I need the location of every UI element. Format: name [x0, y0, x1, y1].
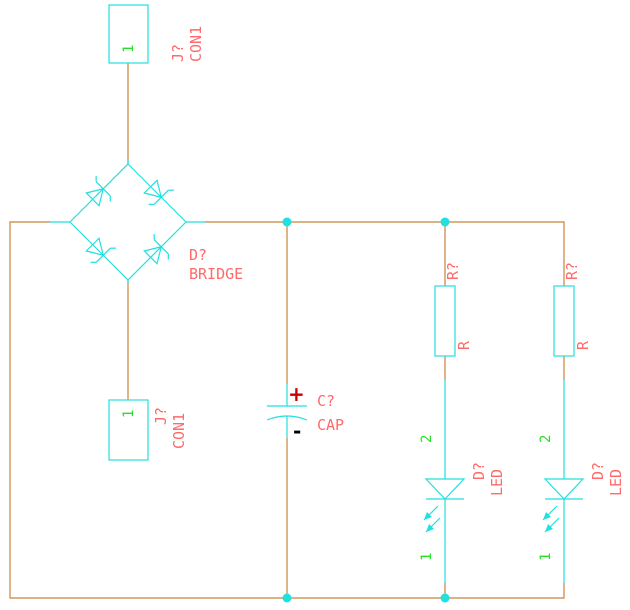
resistor-ref-label: R?	[563, 262, 581, 280]
led-value-label: LED	[607, 469, 625, 496]
junctions	[282, 217, 450, 603]
led-2[interactable]: 2 1 D? LED	[538, 380, 625, 583]
led-anode-pin-label: 2	[419, 435, 435, 443]
bridge-diode-icon	[85, 176, 111, 207]
bridge-diode-icon	[143, 179, 174, 205]
bridge-rectifier[interactable]: D? BRIDGE	[50, 160, 243, 284]
resistor-body	[434, 285, 456, 357]
connector-ref-label: J?	[152, 407, 170, 425]
resistor-2[interactable]: R? R	[553, 262, 592, 357]
led-triangle	[543, 478, 585, 500]
connector-value-label: CON1	[170, 413, 188, 449]
connector-pin-label: 1	[121, 45, 137, 53]
capacitor[interactable]: + - C? CAP	[266, 382, 344, 443]
led-ref-label: D?	[470, 462, 488, 480]
led-emission-arrows-icon	[423, 505, 441, 533]
junction-dot	[282, 593, 292, 603]
connector-j-top[interactable]: 1 J? CON1	[108, 4, 205, 64]
resistor-ref-label: R?	[444, 262, 462, 280]
wires	[9, 63, 565, 599]
led-ref-label: D?	[589, 462, 607, 480]
junction-dot	[282, 217, 292, 227]
led-cathode-pin-label: 1	[419, 553, 435, 561]
led-value-label: LED	[488, 469, 506, 496]
junction-dot	[440, 217, 450, 227]
junction-dot	[440, 593, 450, 603]
resistor-body	[553, 285, 575, 357]
connector-ref-label: J?	[169, 44, 187, 62]
bridge-value-label: BRIDGE	[189, 265, 243, 283]
connector-body	[108, 4, 149, 64]
capacitor-ref-label: C?	[317, 392, 335, 410]
bridge-ref-label: D?	[189, 246, 207, 264]
connector-value-label: CON1	[187, 26, 205, 62]
wire-left-return	[9, 221, 565, 599]
led-emission-arrows-icon	[542, 505, 560, 533]
wire-positive-rail	[205, 221, 565, 286]
connector-body	[108, 399, 149, 461]
resistor-1[interactable]: R? R	[434, 262, 473, 357]
capacitor-value-label: CAP	[317, 416, 344, 434]
capacitor-plus-sign: +	[288, 382, 305, 406]
led-1[interactable]: 2 1 D? LED	[419, 380, 506, 583]
bridge-diode-icon	[85, 237, 116, 263]
bridge-outline	[69, 163, 187, 281]
bridge-diode-icon	[143, 234, 169, 265]
led-cathode-pin-label: 1	[538, 553, 554, 561]
connector-pin-label: 1	[121, 410, 137, 418]
resistor-value-label: R	[455, 340, 473, 350]
led-anode-pin-label: 2	[538, 435, 554, 443]
led-triangle	[424, 478, 466, 500]
connector-j-bottom[interactable]: 1 J? CON1	[108, 399, 188, 461]
capacitor-minus-sign: -	[293, 419, 301, 443]
resistor-value-label: R	[574, 340, 592, 350]
